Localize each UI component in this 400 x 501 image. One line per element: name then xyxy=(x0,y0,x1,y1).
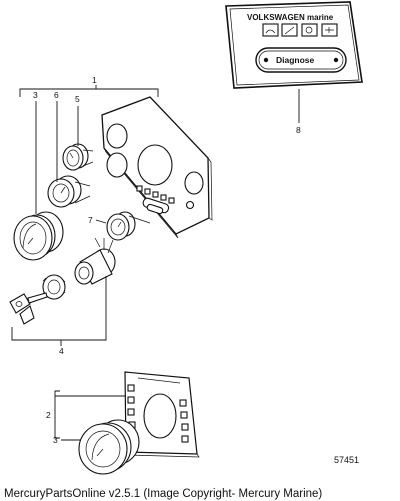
image-id: 57451 xyxy=(334,455,359,465)
callout-6: 6 xyxy=(54,90,59,100)
instrument-panel-plate xyxy=(101,96,213,239)
gauge-7 xyxy=(106,211,151,241)
bracket-2 xyxy=(54,390,60,439)
gauge-5 xyxy=(62,143,94,171)
callout-5: 5 xyxy=(75,94,80,104)
panel-label-decal: VOLKSWAGEN marine Diagnose xyxy=(225,1,363,89)
indicator-icons xyxy=(262,23,338,37)
ignition-switch xyxy=(74,237,116,285)
diagnose-label: Diagnose xyxy=(276,55,315,65)
callout-2: 2 xyxy=(46,410,51,420)
bracket-4 xyxy=(11,276,107,341)
callout-3a: 3 xyxy=(33,90,38,100)
ignition-key xyxy=(9,292,48,325)
copyright-caption: MercuryPartsOnline v2.5.1 (Image Copyrig… xyxy=(4,488,322,500)
callout-3b: 3 xyxy=(53,435,58,445)
callout-1: 1 xyxy=(92,75,97,85)
callout-4: 4 xyxy=(59,346,64,356)
bracket-1 xyxy=(19,88,159,97)
leader-line-7 xyxy=(95,219,107,224)
callout-7: 7 xyxy=(88,215,93,225)
tachometer-gauge xyxy=(13,211,64,261)
brand-text: VOLKSWAGEN marine xyxy=(247,13,334,22)
callout-8: 8 xyxy=(296,125,301,135)
diagnose-button-graphic: Diagnose xyxy=(255,47,347,73)
lower-tachometer-gauge xyxy=(78,419,140,475)
gauge-6 xyxy=(47,175,91,208)
